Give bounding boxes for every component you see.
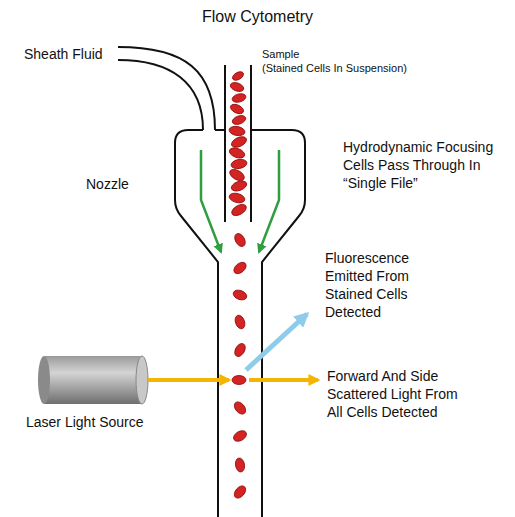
laser-source [38, 356, 148, 404]
focusing-arrow [201, 150, 279, 252]
stained-cells [228, 70, 248, 500]
sample-tube [225, 65, 251, 222]
process-note: Hydrodynamic Focusing Cells Pass Through… [343, 139, 508, 193]
part-label: Nozzle [86, 176, 166, 194]
diagram-title: Flow Cytometry [0, 7, 515, 27]
signal-label: Fluorescence Emitted From Stained Cells … [325, 250, 429, 322]
part-label: Sample [262, 47, 422, 61]
part-label: Sheath Fluid [24, 46, 119, 64]
light-beam [148, 314, 318, 380]
part-label: Laser Light Source [26, 414, 176, 432]
sheath-tube [118, 47, 215, 130]
nozzle-outline [175, 130, 305, 517]
signal-label: Forward And Side Scattered Light From Al… [327, 368, 475, 422]
part-note: (Stained Cells In Suspension) [262, 61, 432, 75]
